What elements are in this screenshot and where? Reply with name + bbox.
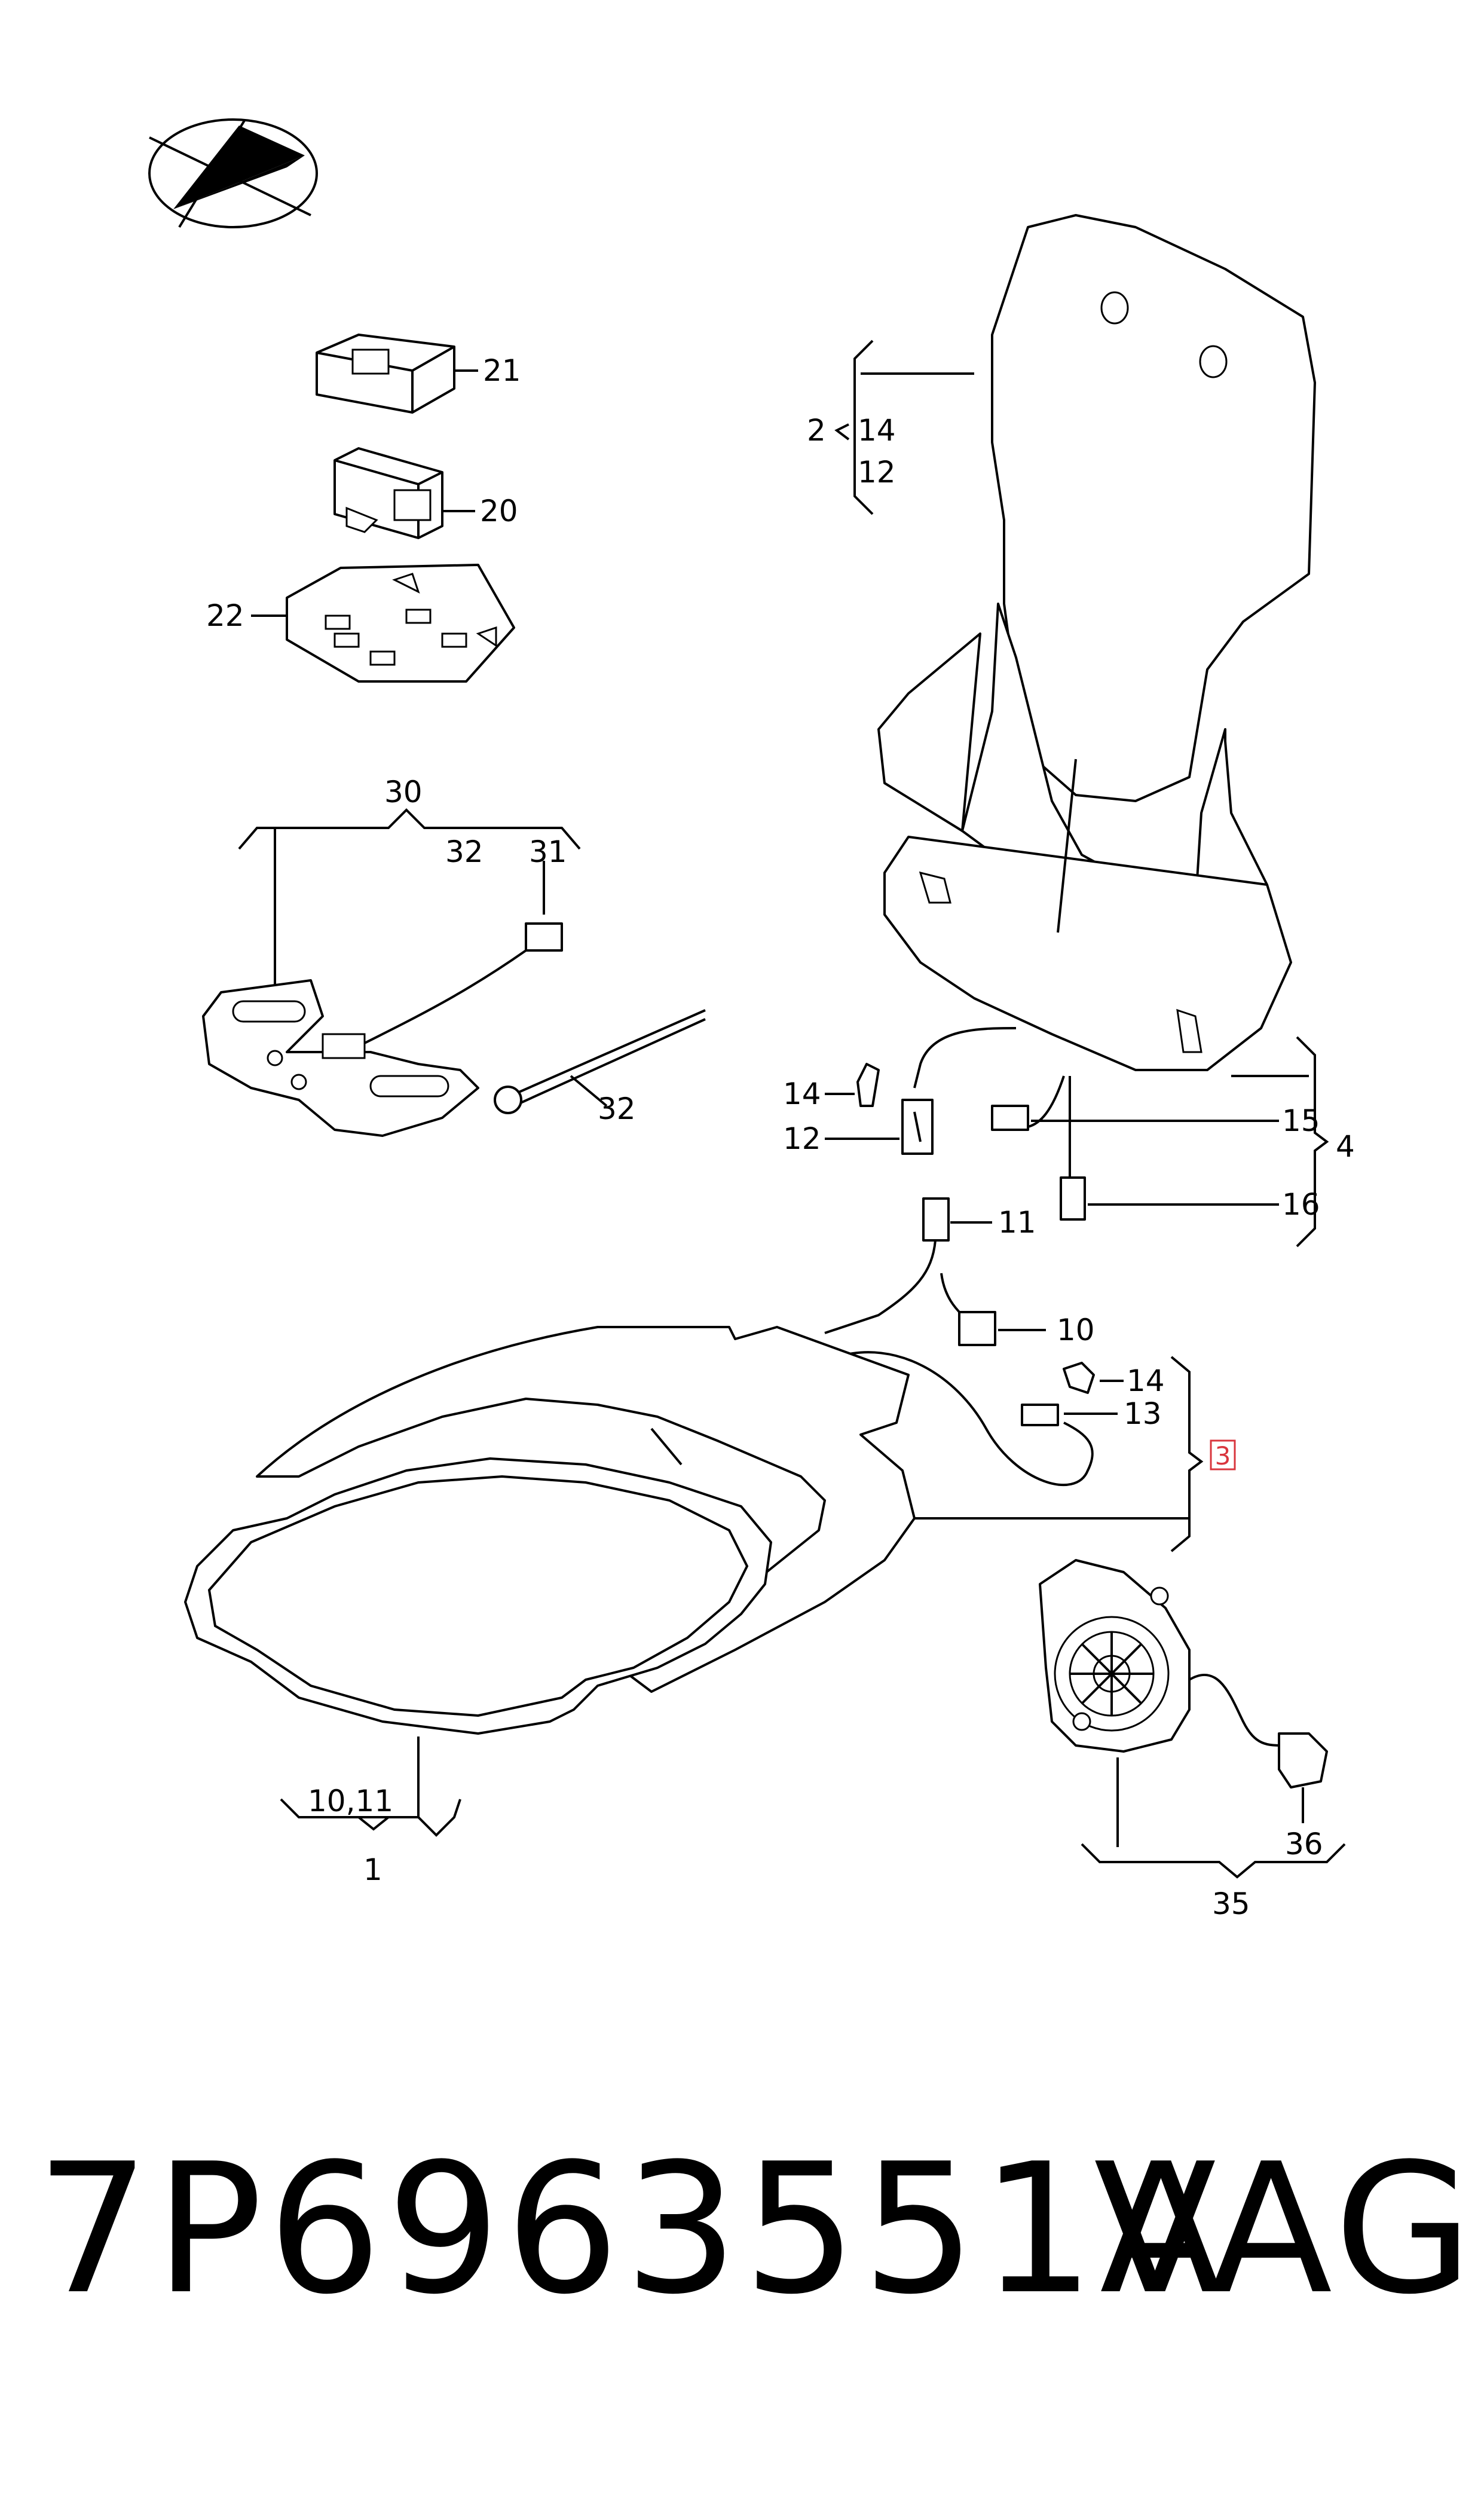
part-14-clip-seat — [1063, 1362, 1124, 1394]
callout-10: 10 — [1057, 1313, 1095, 1347]
callout-20: 20 — [480, 494, 518, 528]
group-30-bracket — [238, 808, 581, 992]
part-11-connector — [922, 1197, 992, 1242]
callout-32-mid: 32 — [598, 1092, 636, 1126]
part-1-seat-cushion-heater — [184, 1457, 772, 1817]
callout-13: 13 — [1124, 1396, 1162, 1431]
brand-caption: VAG — [1094, 2125, 1478, 2334]
orientation-logo — [148, 118, 318, 228]
callout-3: 3 — [1215, 1441, 1231, 1471]
part-10-connector — [824, 1240, 1046, 1346]
callout-32-top: 32 — [445, 834, 484, 869]
callout-4: 4 — [1336, 1129, 1355, 1164]
exploded-parts-diagram: 21 20 22 30 32 31 — [148, 118, 1355, 1921]
group-3-bracket — [914, 1356, 1236, 1552]
part-20-module — [333, 447, 475, 539]
callout-14-mid: 14 — [783, 1077, 821, 1111]
callout-35: 35 — [1212, 1887, 1250, 1921]
part-2-backrest-pad — [861, 214, 1316, 802]
group-1-bracket — [280, 1798, 461, 1837]
callout-12-top: 12 — [858, 455, 896, 490]
callout-36: 36 — [1285, 1827, 1323, 1861]
callout-12-mid: 12 — [783, 1121, 821, 1156]
callout-1: 1 — [363, 1852, 383, 1887]
part-number-caption: 7P6963551A — [36, 2125, 1228, 2334]
group-35-bracket — [1081, 1843, 1346, 1879]
callout-14-top: 14 — [858, 413, 896, 448]
group-2-bracket — [834, 340, 874, 515]
callout-30: 30 — [384, 775, 423, 809]
callout-21: 21 — [483, 353, 521, 388]
part-21-control-unit — [316, 334, 478, 414]
group-4-bracket — [1296, 1036, 1329, 1248]
part-4-backrest-heater — [877, 603, 1309, 1221]
callout-11: 11 — [998, 1205, 1036, 1240]
callout-14-low: 14 — [1127, 1364, 1165, 1398]
callout-10-11: 10,11 — [308, 1784, 393, 1818]
callout-31: 31 — [529, 834, 567, 869]
part-22-mat — [251, 564, 515, 683]
callout-2: 2 — [807, 413, 826, 448]
part-14-clip-back — [825, 1063, 880, 1107]
part-13-connector — [836, 1351, 1118, 1486]
part-32-cable-tie — [494, 1009, 706, 1114]
callout-22: 22 — [206, 598, 244, 633]
part-31-sensor-mat — [202, 922, 563, 1137]
part-35-blower-fan — [1039, 1559, 1328, 1847]
